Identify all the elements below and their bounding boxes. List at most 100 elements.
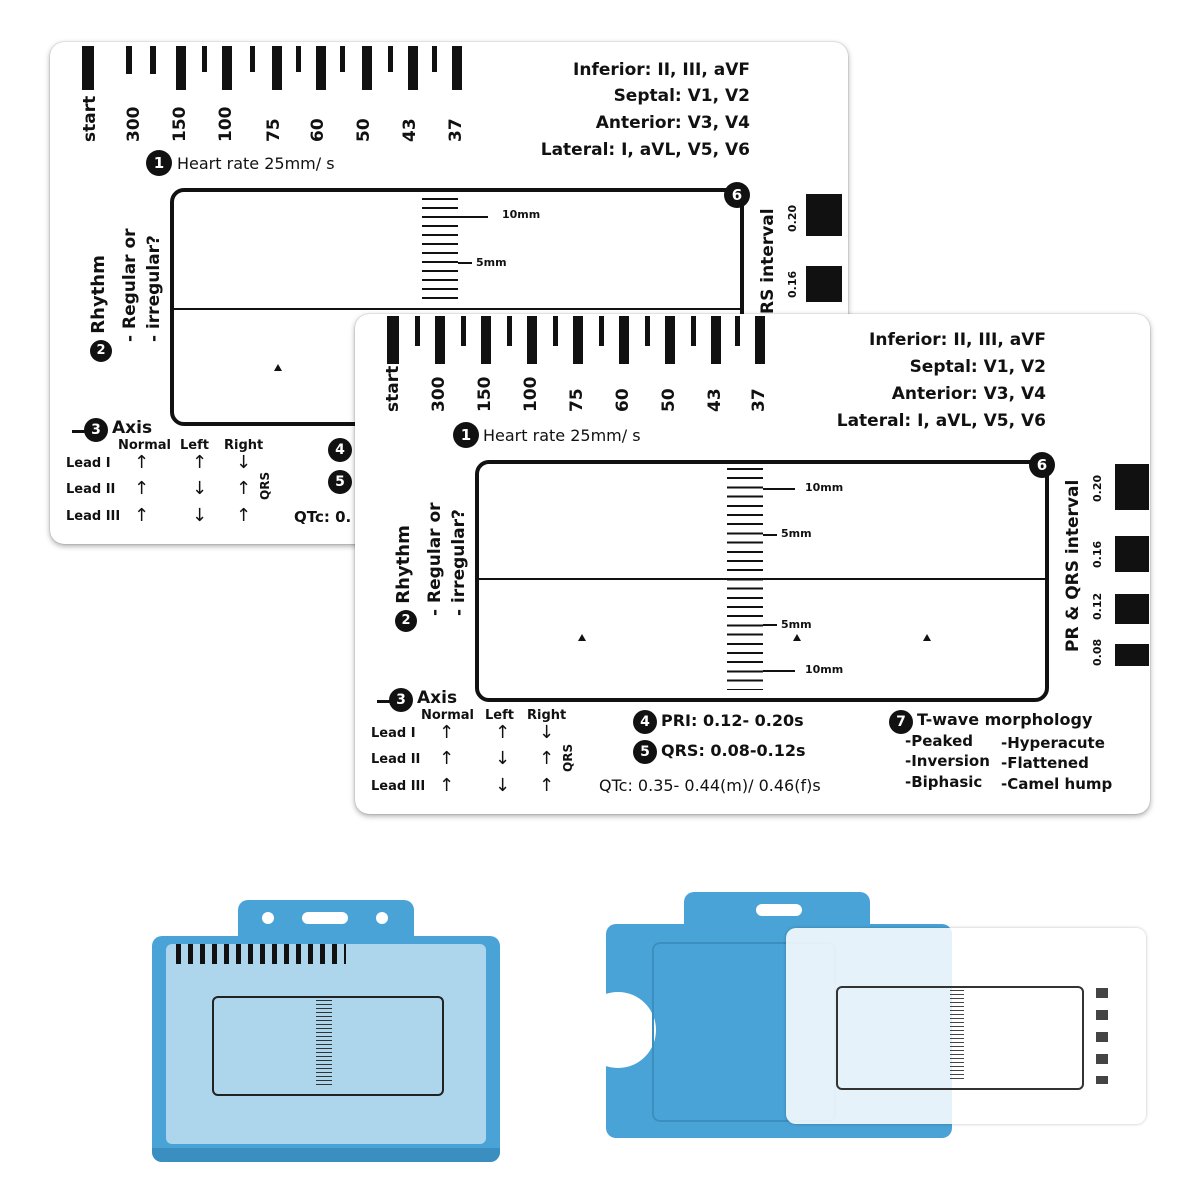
step-number: 2	[395, 610, 417, 632]
arrow-down-icon: ↓	[495, 775, 511, 796]
marker-triangle	[923, 634, 931, 641]
axis-title: Axis	[417, 688, 458, 708]
rate-label-start: start	[383, 365, 403, 412]
tick-5mm	[763, 624, 777, 626]
interval-title-partial: RS interval	[758, 208, 778, 314]
twave-title: T-wave morphology	[917, 710, 1093, 729]
interval-title: PR & QRS interval	[1063, 479, 1083, 652]
interval-bar	[1115, 464, 1149, 510]
twave-flattened: -Flattened	[1001, 754, 1089, 772]
tick-5mm	[458, 262, 472, 264]
tick-10mm	[763, 488, 795, 490]
mini-card-box	[212, 996, 444, 1096]
rate-bar	[711, 316, 721, 364]
axis-lead3: Lead III	[371, 779, 426, 794]
rate-label: 43	[400, 118, 420, 142]
arrow-up-icon: ↑	[495, 722, 511, 743]
sliding-card-box	[836, 986, 1084, 1090]
step-number: 7	[889, 710, 913, 734]
step-number: 2	[90, 340, 112, 362]
interval-bar	[806, 266, 842, 302]
rhythm-title-text: Rhythm	[393, 525, 414, 604]
arrow-up-icon: ↑	[134, 505, 150, 526]
rhythm-title: 2 Rhythm	[393, 525, 417, 632]
interval-bar	[1115, 594, 1149, 624]
rate-bar	[316, 46, 326, 90]
leads-lateral: Lateral: I, aVL, V5, V6	[540, 140, 750, 160]
qtc-value: QTc: 0.35- 0.44(m)/ 0.46(f)s	[599, 776, 821, 795]
mini-card-rate-bars	[176, 944, 346, 964]
marker-triangle	[793, 634, 801, 641]
rhythm-title-text: Rhythm	[88, 255, 109, 334]
interval-bar	[806, 194, 842, 236]
measurement-box	[475, 460, 1049, 702]
twave-peaked: -Peaked	[905, 732, 973, 750]
qtc-partial: QTc: 0.	[294, 508, 352, 526]
interval-value: 0.08	[1091, 638, 1104, 666]
rate-bar	[415, 316, 420, 346]
axis-lead1: Lead I	[371, 726, 416, 741]
rate-label: 75	[567, 388, 587, 412]
rate-bar	[619, 316, 629, 364]
holder-thumb-cutout	[580, 992, 656, 1068]
twave-camel: -Camel hump	[1001, 775, 1113, 793]
sliding-card-scale	[950, 990, 964, 1082]
rhythm-line1: - Regular or	[425, 502, 445, 616]
marker-triangle	[274, 364, 282, 371]
arrow-up-icon: ↑	[439, 748, 455, 769]
axis-right: Right	[527, 708, 567, 723]
rate-bar	[250, 46, 255, 72]
label-10mm: 10mm	[805, 663, 844, 676]
mm-scale	[422, 198, 458, 302]
heart-rate-label: Heart rate 25mm/ s	[177, 154, 335, 173]
rate-bar	[408, 46, 418, 90]
rhythm-line1: - Regular or	[120, 228, 140, 342]
arrow-up-icon: ↑	[134, 452, 150, 473]
axis-dash	[72, 430, 86, 433]
arrow-up-icon: ↑	[539, 775, 555, 796]
rate-bar	[691, 316, 696, 346]
arrow-down-icon: ↓	[539, 722, 555, 743]
axis-title: Axis	[112, 418, 153, 438]
label-10mm: 10mm	[805, 481, 844, 494]
step-number: 6	[724, 182, 750, 208]
rate-label: 150	[170, 106, 190, 143]
axis-lead2: Lead II	[66, 482, 116, 497]
arrow-up-icon: ↑	[192, 452, 208, 473]
arrow-down-icon: ↓	[192, 478, 208, 499]
interval-value: 0.16	[786, 270, 799, 298]
marker-triangle	[578, 634, 586, 641]
arrow-up-icon: ↑	[439, 722, 455, 743]
rate-bar	[126, 46, 132, 74]
badge-holder-with-card	[152, 900, 500, 1162]
leads-septal: Septal: V1, V2	[613, 86, 750, 106]
rate-label: 60	[308, 118, 328, 142]
axis-qrs: QRS	[561, 743, 575, 772]
rate-label: 60	[613, 388, 633, 412]
rate-bar	[665, 316, 675, 364]
label-10mm: 10mm	[502, 208, 541, 221]
rate-label: 37	[749, 388, 769, 412]
axis-left: Left	[180, 438, 209, 453]
holder-hole	[376, 912, 388, 924]
rate-label: 43	[705, 388, 725, 412]
interval-value: 0.20	[1091, 474, 1104, 502]
rate-label-start: start	[80, 95, 100, 142]
step-number: 6	[1029, 452, 1055, 478]
leads-lateral: Lateral: I, aVL, V5, V6	[836, 411, 1046, 431]
tick-10mm	[763, 670, 795, 672]
qrs-value: QRS: 0.08-0.12s	[661, 741, 806, 760]
rate-bar	[387, 316, 399, 364]
arrow-down-icon: ↓	[495, 748, 511, 769]
rate-bar	[340, 46, 345, 72]
rate-bar	[645, 316, 650, 346]
rate-bar	[82, 46, 94, 90]
axis-qrs: QRS	[258, 471, 272, 500]
step-number: 1	[146, 150, 172, 176]
rate-bar	[176, 46, 186, 90]
arrow-up-icon: ↑	[539, 748, 555, 769]
step-number: 1	[453, 422, 479, 448]
ecg-card-front: start 300 150 100 75 60 50 43 37 Inferio…	[355, 314, 1150, 814]
rate-bar	[435, 316, 445, 364]
axis-dash	[377, 700, 391, 703]
